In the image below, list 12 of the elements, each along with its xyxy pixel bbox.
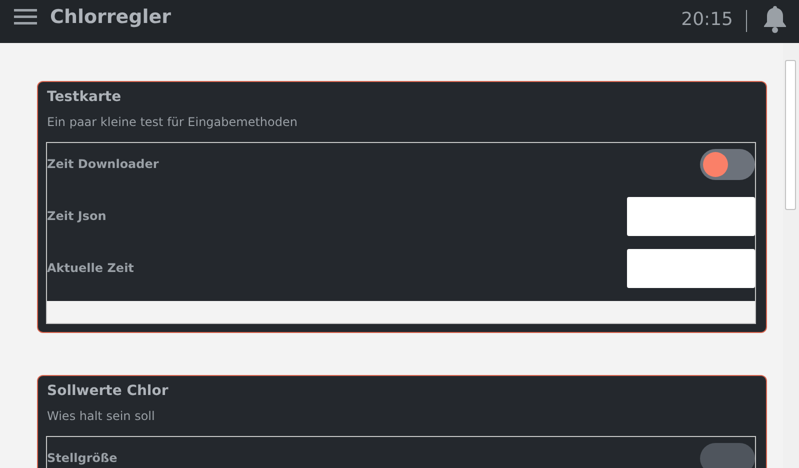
field-label: Stellgröße (47, 451, 118, 465)
field-label: Aktuelle Zeit (47, 261, 134, 275)
clock-time: 20:15 (681, 9, 733, 30)
card-heading: Sollwerte Chlor (47, 383, 168, 399)
app-title: Chlorregler (50, 6, 172, 28)
card-heading: Testkarte (47, 89, 122, 105)
card-subtitle: Wies halt sein soll (47, 409, 155, 423)
card-panel (37, 81, 767, 333)
card-subtitle: Ein paar kleine test für Eingabemethoden (47, 115, 298, 129)
field-label: Zeit Json (47, 209, 106, 223)
field-label: Zeit Downloader (47, 157, 159, 171)
card-panel (37, 375, 767, 468)
